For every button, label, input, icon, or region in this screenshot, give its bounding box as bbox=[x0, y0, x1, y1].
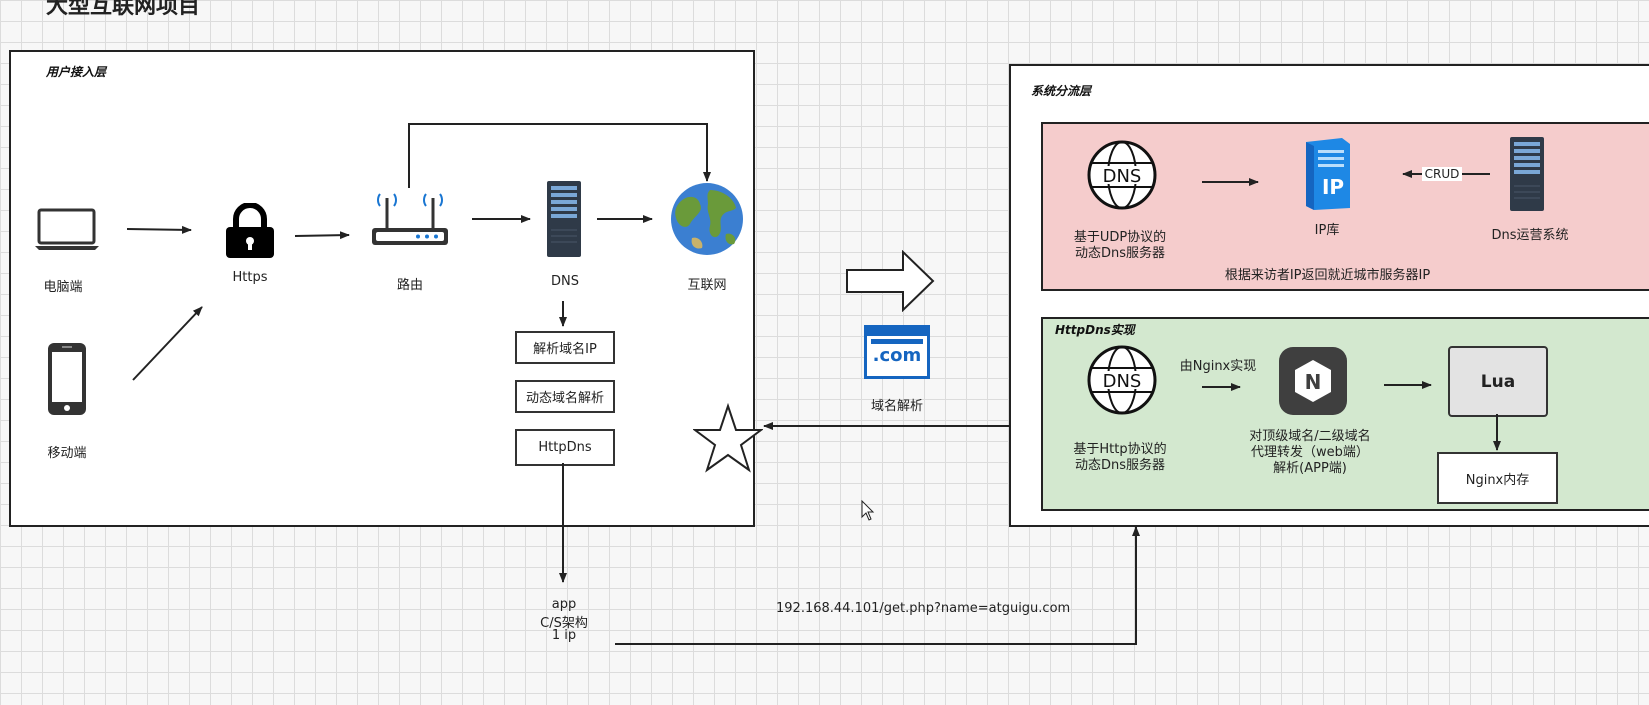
nginx-icon-text: N bbox=[1305, 370, 1322, 394]
user-access-panel-title: 用户接入层 bbox=[46, 65, 107, 79]
cursor-icon bbox=[861, 500, 875, 521]
star-icon bbox=[693, 403, 763, 473]
globe-icon bbox=[671, 183, 743, 255]
proxy-line1: 对顶级域名/二级域名 bbox=[1249, 429, 1371, 444]
app-note-line3: 1 ip bbox=[551, 628, 577, 643]
ops-server-icon bbox=[1510, 137, 1544, 211]
app-note-line1: app bbox=[551, 597, 577, 612]
mobile-label: 移动端 bbox=[47, 446, 87, 461]
arrow-pc-https bbox=[126, 225, 192, 234]
request-url: 192.168.44.101/get.php?name=atguigu.com bbox=[776, 601, 1071, 616]
http-dns-label-line2: 动态Dns服务器 bbox=[1074, 458, 1166, 473]
arrow-router-internet bbox=[408, 123, 711, 188]
nginx-memory-box: Nginx内存 bbox=[1437, 452, 1558, 504]
dns-label: DNS bbox=[551, 274, 579, 289]
proxy-line2: 代理转发（web端） bbox=[1251, 445, 1369, 460]
lock-icon bbox=[226, 203, 274, 258]
com-icon: .com bbox=[864, 325, 930, 379]
router-icon bbox=[372, 193, 448, 245]
http-dns-globe-text: DNS bbox=[1103, 371, 1142, 392]
nginx-icon: N bbox=[1279, 347, 1347, 415]
httpdns-section-title: HttpDns实现 bbox=[1055, 323, 1135, 337]
nginx-note: 由Nginx实现 bbox=[1179, 359, 1257, 374]
router-label: 路由 bbox=[396, 278, 423, 293]
domain-resolve-label: 域名解析 bbox=[870, 399, 923, 414]
dynamic-domain-resolve-box: 动态域名解析 bbox=[515, 380, 615, 413]
nearest-ip-caption: 根据来访者IP返回就近城市服务器IP bbox=[1224, 268, 1431, 283]
ops-label: Dns运营系统 bbox=[1491, 228, 1569, 243]
pc-label: 电脑端 bbox=[43, 280, 83, 295]
dns-globe-text: DNS bbox=[1103, 166, 1142, 187]
https-label: Https bbox=[232, 270, 268, 285]
phone-icon bbox=[48, 343, 86, 415]
ip-icon-text: IP bbox=[1322, 175, 1344, 199]
ip-server-icon: IP bbox=[1306, 138, 1350, 210]
com-text: .com bbox=[872, 345, 922, 366]
arrow-app-split bbox=[615, 526, 1140, 645]
ip-lib-label: IP库 bbox=[1314, 223, 1340, 238]
internet-label: 互联网 bbox=[687, 278, 727, 293]
udp-dns-label-line2: 动态Dns服务器 bbox=[1074, 246, 1166, 261]
app-note-line2: C/S架构 bbox=[540, 616, 588, 631]
flow-arrow-icon bbox=[846, 250, 935, 312]
server-icon bbox=[547, 181, 581, 257]
system-split-panel-title: 系统分流层 bbox=[1031, 84, 1092, 98]
proxy-line3: 解析(APP端) bbox=[1273, 461, 1347, 476]
page-title: 大型互联网项目 bbox=[46, 0, 201, 19]
user-access-panel bbox=[9, 50, 755, 527]
laptop-icon bbox=[35, 208, 99, 250]
arrow-https-router bbox=[294, 231, 350, 240]
dns-globe-icon: DNS bbox=[1087, 140, 1157, 210]
udp-dns-label-line1: 基于UDP协议的 bbox=[1073, 230, 1167, 245]
arrow-mobile-https bbox=[132, 306, 203, 381]
httpdns-box: HttpDns bbox=[515, 429, 615, 466]
http-dns-globe-icon: DNS bbox=[1087, 345, 1157, 415]
crud-label: CRUD bbox=[1422, 167, 1462, 181]
http-dns-label-line1: 基于Http协议的 bbox=[1073, 442, 1167, 457]
resolve-domain-ip-box: 解析域名IP bbox=[515, 331, 615, 364]
